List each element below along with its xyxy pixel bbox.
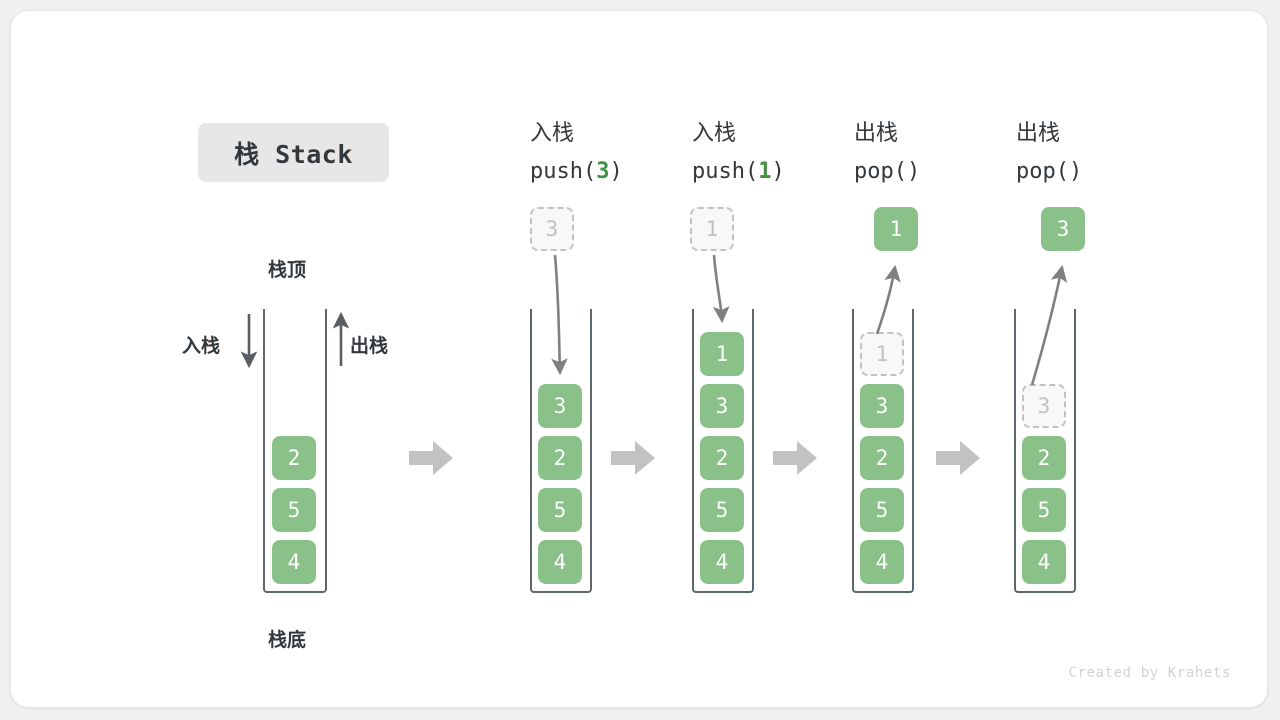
popped-value-cell: 3 <box>1041 207 1085 251</box>
code-suffix: ) <box>771 159 785 184</box>
stack-top-label: 栈顶 <box>268 259 307 281</box>
column-code-label: push(3) <box>530 153 623 191</box>
column-header-pop-1: 出栈 pop() <box>854 115 920 191</box>
code-prefix: push( <box>530 159 597 184</box>
code-arg: 3 <box>596 159 610 184</box>
column-op-label: 入栈 <box>530 121 575 146</box>
incoming-ghost-cell: 1 <box>690 207 734 251</box>
stack-cell: 5 <box>538 488 582 532</box>
vacated-ghost-cell: 3 <box>1022 384 1066 428</box>
step-arrow-icon <box>936 441 980 475</box>
column-code-label: pop() <box>1016 153 1082 191</box>
stack-cell: 3 <box>538 384 582 428</box>
stack-cell: 5 <box>860 488 904 532</box>
stack-cell: 4 <box>1022 540 1066 584</box>
code-prefix: pop( <box>1016 159 1069 184</box>
stack-frame-push-1 <box>692 309 754 593</box>
column-header-pop-2: 出栈 pop() <box>1016 115 1082 191</box>
popped-value-cell: 1 <box>874 207 918 251</box>
stack-cell: 2 <box>538 436 582 480</box>
code-prefix: push( <box>692 159 759 184</box>
base-stack-cell: 5 <box>272 488 316 532</box>
stack-frame-pop-1 <box>852 309 914 593</box>
column-code-label: pop() <box>854 153 920 191</box>
code-suffix: ) <box>1068 159 1083 184</box>
column-op-label: 出栈 <box>854 121 899 146</box>
stack-cell: 4 <box>538 540 582 584</box>
code-prefix: pop( <box>854 159 907 184</box>
pop-direction-label: 出栈 <box>350 335 389 357</box>
stack-cell: 3 <box>860 384 904 428</box>
code-suffix: ) <box>906 159 921 184</box>
stack-frame-push-3 <box>530 309 592 593</box>
base-stack-frame <box>263 309 327 593</box>
stack-title-chip: 栈 Stack <box>198 123 389 182</box>
column-code-label: push(1) <box>692 153 785 191</box>
stack-cell: 4 <box>700 540 744 584</box>
stack-cell: 2 <box>700 436 744 480</box>
base-stack-cell: 4 <box>272 540 316 584</box>
stack-cell: 5 <box>1022 488 1066 532</box>
push-direction-label: 入栈 <box>182 335 221 357</box>
base-stack-cell: 2 <box>272 436 316 480</box>
stack-cell: 3 <box>700 384 744 428</box>
credit-label: Created by Krahets <box>1068 665 1231 681</box>
code-suffix: ) <box>609 159 623 184</box>
column-header-push-1: 入栈 push(1) <box>692 115 785 191</box>
column-header-push-3: 入栈 push(3) <box>530 115 623 191</box>
code-arg: 1 <box>758 159 772 184</box>
incoming-ghost-cell: 3 <box>530 207 574 251</box>
stack-cell: 1 <box>700 332 744 376</box>
stack-bottom-label: 栈底 <box>268 629 307 651</box>
stack-cell: 5 <box>700 488 744 532</box>
step-arrow-icon <box>611 441 655 475</box>
step-arrow-icon <box>409 441 453 475</box>
stack-cell: 2 <box>860 436 904 480</box>
stack-cell: 2 <box>1022 436 1066 480</box>
stack-title-label: 栈 Stack <box>234 139 353 169</box>
step-arrow-icon <box>773 441 817 475</box>
diagram-card: 栈 Stack 栈顶 栈底 入栈 出栈 2 5 4 入栈 push(3) 3 3… <box>10 10 1268 708</box>
stack-cell: 4 <box>860 540 904 584</box>
column-op-label: 出栈 <box>1016 121 1061 146</box>
stack-frame-pop-2 <box>1014 309 1076 593</box>
column-op-label: 入栈 <box>692 121 737 146</box>
vacated-ghost-cell: 1 <box>860 332 904 376</box>
